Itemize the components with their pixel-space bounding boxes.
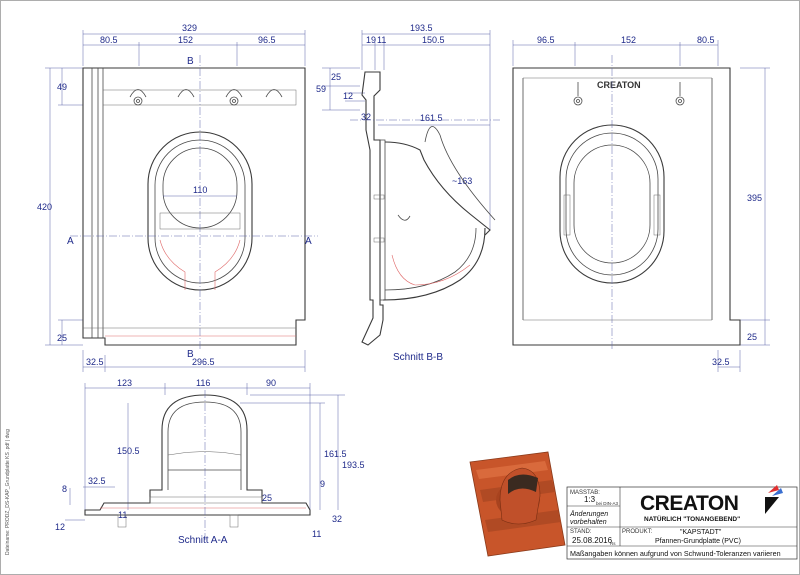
dim-bb-161-5: 161.5 — [420, 113, 443, 123]
dim-aa-25: 25 — [262, 493, 272, 503]
dim-right-96-5: 96.5 — [537, 35, 555, 45]
dim-right-152: 152 — [621, 35, 636, 45]
dim-top-32-5: 32.5 — [86, 357, 104, 367]
dim-bb-25: 25 — [331, 72, 341, 82]
section-bb-title: Schnitt B-B — [393, 352, 443, 363]
dim-right-395: 395 — [747, 193, 762, 203]
massstab-note: bei DIN-A3 — [596, 501, 619, 506]
dim-top-width: 329 — [182, 23, 197, 33]
mounting-holes — [129, 89, 283, 106]
aenderungen-text-2: vorbehalten — [570, 519, 607, 526]
dim-aa-123: 123 — [117, 378, 132, 388]
dim-right-80-5: 80.5 — [697, 35, 715, 45]
dim-top-height: 420 — [37, 202, 52, 212]
dim-bb-150-5: 150.5 — [422, 35, 445, 45]
tolerance-footer: Maßangaben können aufgrund von Schwund-T… — [570, 549, 781, 558]
dim-right-25: 25 — [747, 332, 757, 342]
creaton-logo: CREATON — [640, 492, 738, 515]
dim-top-296-5: 296.5 — [192, 357, 215, 367]
section-marker-a-left: A — [67, 236, 74, 247]
dim-aa-32: 32 — [332, 514, 342, 524]
dim-aa-161-5: 161.5 — [324, 449, 347, 459]
file-name-text: Dateiname: PRODZ_DS-KAP_Grundplatte KS .… — [5, 429, 11, 555]
dim-aa-12: 12 — [55, 522, 65, 532]
dim-aa-116: 116 — [196, 378, 210, 388]
produkt-desc: Pfannen-Grundplatte (PVC) — [655, 538, 741, 545]
dim-aa-8: 8 — [62, 484, 67, 494]
dim-aa-150-5: 150.5 — [117, 446, 140, 456]
section-marker-b-bottom: B — [187, 349, 194, 360]
stand-value: 25.08.2016 — [572, 536, 613, 545]
section-a-a-view: 123 116 90 150.5 161.5 193.5 8 32.5 12 1… — [55, 378, 365, 546]
dim-bb-163: ~163 — [452, 176, 472, 186]
section-marker-b-top: B — [187, 56, 194, 67]
logo-small: CREATON — [597, 80, 641, 90]
produkt-label: PRODUKT: — [622, 529, 653, 535]
creaton-slogan: NATÜRLICH "TONANGEBEND" — [644, 514, 740, 523]
revision: Rs — [610, 541, 616, 546]
dim-aa-11-right: 11 — [312, 529, 321, 539]
dim-right-32-5: 32.5 — [712, 357, 730, 367]
dim-top-right: 96.5 — [258, 35, 276, 45]
dim-bb-11: 11 — [377, 35, 386, 45]
massstab-value: 1:3 — [584, 495, 596, 504]
dim-top-mid: 152 — [178, 35, 193, 45]
dim-top-left: 80.5 — [100, 35, 118, 45]
massstab-label: MASSTAB: — [570, 490, 600, 496]
dim-bb-193-5: 193.5 — [410, 23, 433, 33]
dim-bb-59: 59 — [316, 84, 326, 94]
section-b-b-view: 193.5 19 11 150.5 25 59 12 32 161.5 ~163… — [316, 23, 500, 363]
dim-bb-12: 12 — [343, 91, 353, 101]
produkt-name: "KAPSTADT" — [680, 529, 722, 536]
dim-aa-90: 90 — [266, 378, 276, 388]
aenderungen-text: Änderungen — [569, 510, 608, 518]
section-marker-a-right: A — [305, 236, 312, 247]
logo-accent-icon — [765, 485, 783, 514]
dim-aa-9: 9 — [320, 479, 325, 489]
product-illustration — [469, 451, 566, 557]
dim-aa-32-5: 32.5 — [88, 476, 106, 486]
section-aa-title: Schnitt A-A — [178, 535, 228, 546]
stand-label: STAND: — [570, 529, 592, 535]
dim-aa-193-5: 193.5 — [342, 460, 365, 470]
dim-top-49: 49 — [57, 82, 67, 92]
dim-bb-19: 19 — [366, 35, 376, 45]
title-block[interactable]: MASSTAB: 1:3 bei DIN-A3 Änderungen vorbe… — [566, 485, 798, 560]
bottom-view: 96.5 152 80.5 395 25 32.5 CREATON — [512, 35, 770, 372]
dim-top-25: 25 — [57, 333, 67, 343]
top-view: 329 80.5 152 96.5 420 49 25 32.5 296.5 — [37, 23, 318, 372]
